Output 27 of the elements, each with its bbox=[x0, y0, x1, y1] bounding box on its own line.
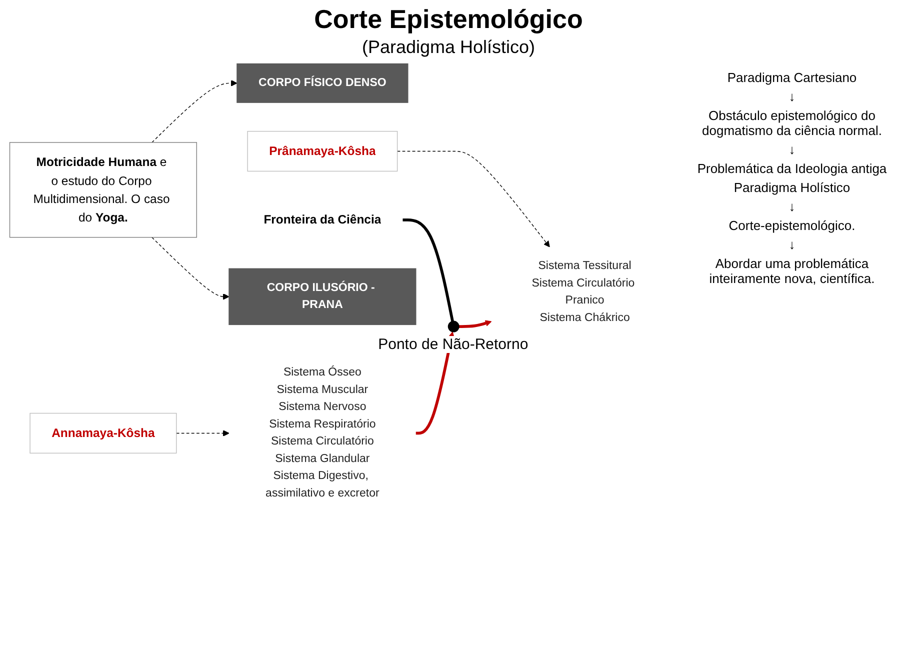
note-text: Paradigma Cartesiano bbox=[727, 70, 857, 85]
arrow bbox=[151, 80, 237, 143]
node-box: Annamaya-Kôsha bbox=[29, 412, 176, 454]
arrow bbox=[458, 320, 492, 328]
note-text: Paradigma Holístico bbox=[734, 180, 850, 195]
note-text: Corte-epistemológico. bbox=[728, 218, 856, 233]
note-text: Problemática da Ideologia antiga bbox=[697, 161, 887, 176]
note-text: Obstáculo epistemológico do dogmatismo da ciência normal. bbox=[701, 108, 883, 138]
connector bbox=[402, 218, 454, 322]
note-text: Abordar uma problemática inteiramente nova, científica. bbox=[708, 256, 876, 286]
node-text: Fronteira da Ciência bbox=[263, 212, 381, 227]
note-text: ↓ bbox=[788, 89, 796, 104]
node-box: Motricidade Humana e o estudo do Corpo Multidimensional. O caso do Yoga. bbox=[8, 142, 196, 238]
note-text: ↓ bbox=[788, 199, 796, 214]
node-box: CORPO ILUSÓRIO - PRANA bbox=[228, 268, 416, 326]
node-text: Sistema Tessitural Sistema Circulatório Pranico Sistema Chákrico bbox=[531, 260, 634, 324]
subtitle: (Paradigma Holístico) bbox=[362, 37, 536, 58]
arrow bbox=[176, 430, 229, 436]
arrow bbox=[396, 150, 550, 248]
node-box: CORPO FÍSICO DENSO bbox=[236, 63, 408, 103]
node-circle bbox=[447, 320, 459, 332]
node-box: Prânamaya-Kôsha bbox=[246, 130, 398, 172]
note-text: ↓ bbox=[788, 142, 796, 157]
node-text: Sistema Ósseo Sistema Muscular Sistema Nervoso Sistema Respiratório Sistema Circulatório Sistema Glandular Sistema Digestivo, assimilativo e excretor bbox=[265, 366, 379, 500]
diagram-title: Corte Epistemológico bbox=[314, 4, 583, 35]
arrow bbox=[151, 236, 229, 300]
note-text: ↓ bbox=[788, 237, 796, 252]
